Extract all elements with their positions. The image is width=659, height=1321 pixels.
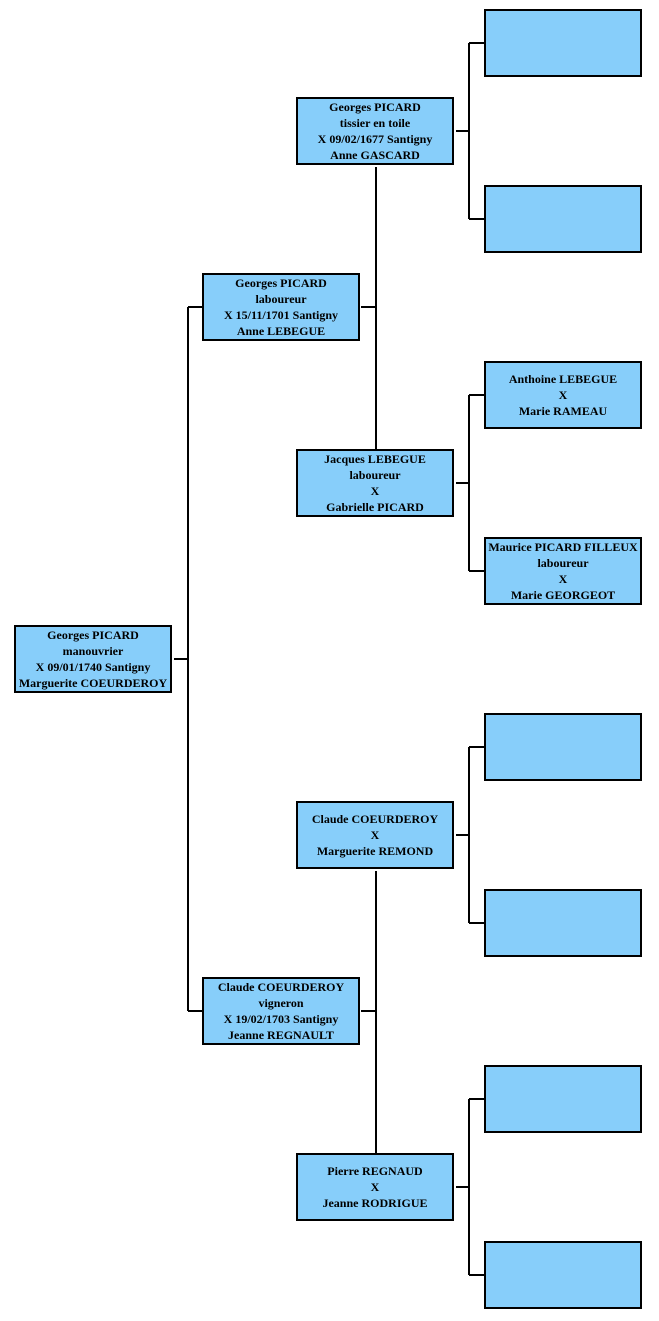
box-line: X 19/02/1703 Santigny [223,1012,339,1026]
box-line: Georges PICARD [329,100,421,114]
box-line: vigneron [258,996,304,1010]
box-line: manouvrier [62,644,124,658]
box-line: Marie GEORGEOT [510,588,616,602]
person-box-gen4-3[interactable]: Anthoine LEBEGUE X Marie RAMEAU [484,361,642,429]
box-line: Georges PICARD [235,276,327,290]
box-line: Jacques LEBEGUE [324,452,426,466]
person-box-gen4-5-empty[interactable] [484,713,642,781]
box-line: Claude COEURDEROY [311,812,439,826]
person-box-gen4-6-empty[interactable] [484,889,642,957]
box-line: Claude COEURDEROY [217,980,345,994]
box-line: laboureur [255,292,307,306]
box-line: Anne GASCARD [330,148,420,162]
person-box-root[interactable]: Georges PICARD manouvrier X 09/01/1740 S… [14,625,172,693]
box-line: X 15/11/1701 Santigny [223,308,339,322]
box-line: Anne LEBEGUE [236,324,326,338]
box-line: X [370,1180,380,1194]
person-box-gen2-1[interactable]: Georges PICARD laboureur X 15/11/1701 Sa… [202,273,360,341]
person-box-gen4-7-empty[interactable] [484,1065,642,1133]
person-box-gen4-8-empty[interactable] [484,1241,642,1309]
person-box-gen3-4[interactable]: Pierre REGNAUD X Jeanne RODRIGUE [296,1153,454,1221]
box-line: Anthoine LEBEGUE [508,372,618,386]
box-line: Marguerite REMOND [316,844,434,858]
person-box-gen3-1[interactable]: Georges PICARD tissier en toile X 09/02/… [296,97,454,165]
person-box-gen4-1-empty[interactable] [484,9,642,77]
box-line: Maurice PICARD FILLEUX [488,540,638,554]
box-line: tissier en toile [339,116,411,130]
person-box-gen3-2[interactable]: Jacques LEBEGUE laboureur X Gabrielle PI… [296,449,454,517]
box-line: X 09/02/1677 Santigny [317,132,433,146]
box-line: Jeanne RODRIGUE [322,1196,428,1210]
box-line: Gabrielle PICARD [326,500,424,514]
person-box-gen2-2[interactable]: Claude COEURDEROY vigneron X 19/02/1703 … [202,977,360,1045]
box-line: Marguerite COEURDEROY [18,676,168,690]
box-line: X [558,388,568,402]
box-line: X 09/01/1740 Santigny [35,660,151,674]
box-line: Georges PICARD [47,628,139,642]
box-line: Pierre REGNAUD [327,1164,423,1178]
box-line: X [370,828,380,842]
person-box-gen4-2-empty[interactable] [484,185,642,253]
box-line: laboureur [349,468,401,482]
box-line: Marie RAMEAU [518,404,608,418]
person-box-gen3-3[interactable]: Claude COEURDEROY X Marguerite REMOND [296,801,454,869]
box-line: X [558,572,568,586]
box-line: Jeanne REGNAULT [228,1028,334,1042]
box-line: X [370,484,380,498]
box-line: laboureur [537,556,589,570]
person-box-gen4-4[interactable]: Maurice PICARD FILLEUX laboureur X Marie… [484,537,642,605]
